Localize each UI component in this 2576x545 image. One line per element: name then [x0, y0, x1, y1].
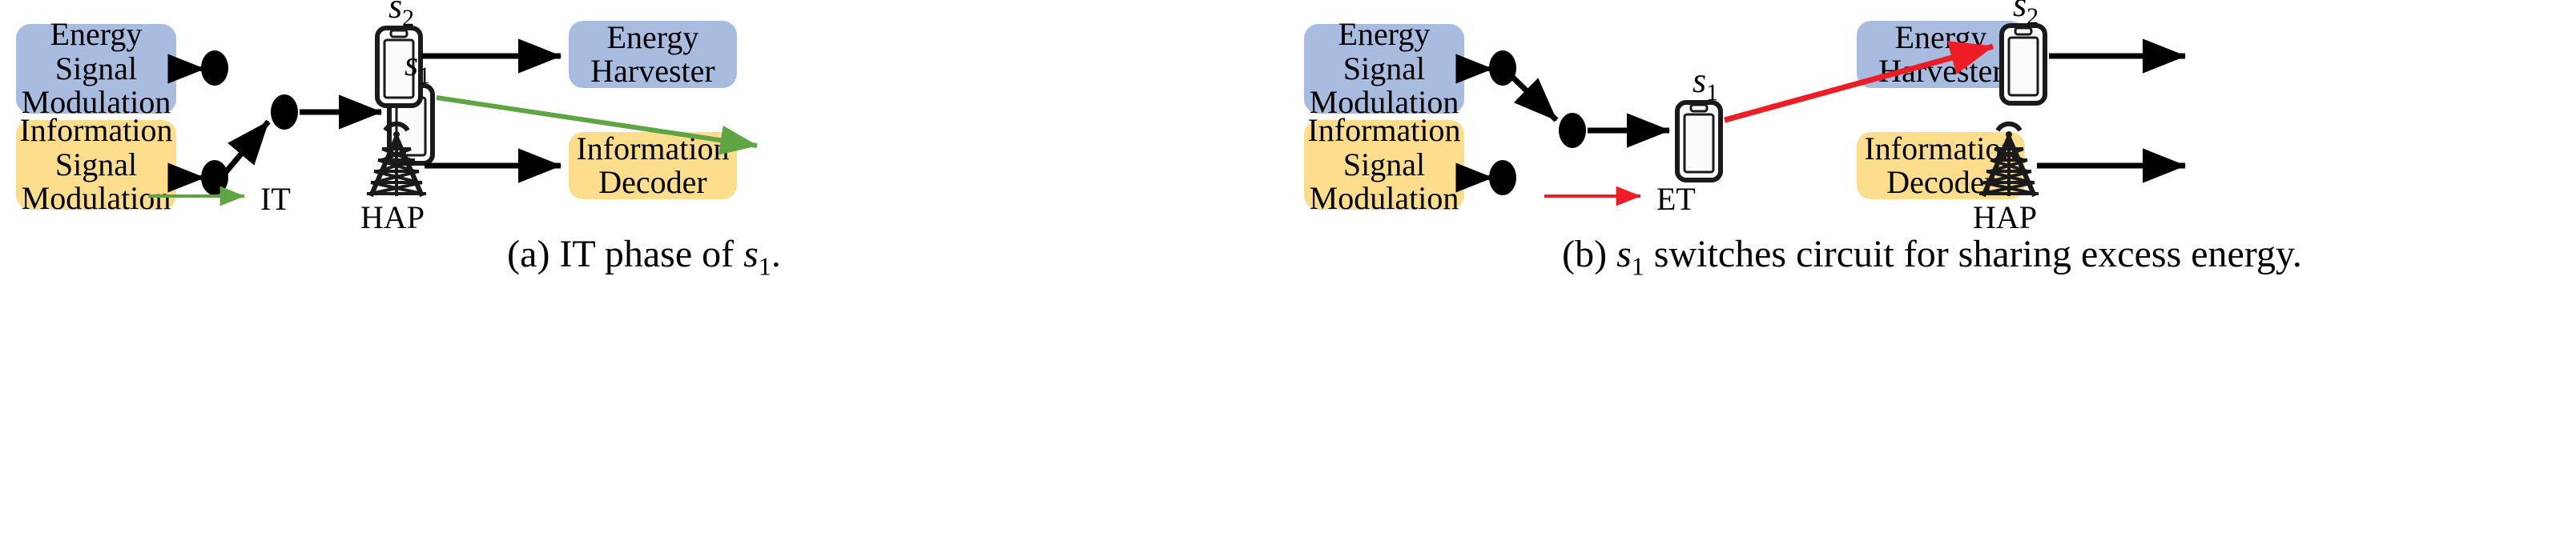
box-line: Information — [1307, 112, 1461, 149]
panel-a: Energy Signal Modulation Information Sig… — [16, 0, 781, 281]
arrow-it-s1-to-hap-a — [436, 95, 759, 155]
phone-s1-b — [1675, 100, 1723, 182]
wire-information-to-switch-a — [167, 160, 228, 195]
box-line: Signal — [1342, 50, 1426, 86]
label-hap-b: HAP — [1973, 199, 2038, 235]
switch-common-node-b — [1559, 113, 1586, 148]
box-line: Modulation — [21, 180, 171, 217]
box-information-signal-modulation-a: Information Signal Modulation — [16, 114, 176, 215]
box-line: Modulation — [1309, 180, 1459, 217]
box-information-decoder-a: Information Decoder — [569, 131, 737, 200]
switch-terminal-energy-b — [1489, 50, 1516, 86]
box-line: Decoder — [598, 164, 707, 200]
wire-energy-to-switch-b — [1455, 50, 1516, 86]
panel-b: Energy Signal Modulation Information Sig… — [1288, 0, 2576, 545]
box-information-signal-modulation-b: Information Signal Modulation — [1304, 114, 1464, 215]
label-hap-a: HAP — [360, 199, 425, 235]
caption-b: (b) s1 switches circuit for sharing exce… — [1562, 233, 2302, 281]
hap-tower-b — [1979, 121, 2039, 198]
box-line: Modulation — [21, 84, 171, 121]
box-line: Energy — [606, 18, 699, 55]
switch-terminal-information-a — [201, 160, 228, 195]
switch-terminal-information-b — [1489, 160, 1516, 195]
switch-common-node-a — [271, 94, 298, 130]
label-s1-a: s1 — [405, 44, 431, 89]
box-line: Information — [19, 112, 173, 149]
box-line: Signal — [54, 50, 138, 86]
wire-information-to-switch-b — [1455, 160, 1516, 195]
phone-s2-a — [375, 26, 423, 108]
legend-label-et-b: ET — [1656, 181, 1696, 217]
switch-terminal-energy-a — [201, 50, 228, 86]
box-energy-harvester-a: Energy Harvester — [569, 18, 737, 89]
hap-tower-a — [367, 121, 426, 198]
box-line: Signal — [1342, 146, 1426, 182]
switch-arm-closed-a — [223, 94, 298, 174]
arrow-et-s1-to-s2-b — [1724, 41, 1994, 123]
box-line: Decoder — [1886, 164, 1995, 200]
box-line: Modulation — [1309, 84, 1459, 121]
box-line: Energy — [50, 16, 143, 53]
box-line: Harvester — [590, 53, 715, 89]
panel-a-wiring — [148, 26, 759, 206]
legend-label-it-a: IT — [260, 181, 291, 217]
label-s1-b: s1 — [1693, 61, 1719, 106]
box-energy-signal-modulation-a: Energy Signal Modulation — [16, 18, 176, 119]
panel-b-wiring — [1455, 23, 2187, 206]
label-s2-b: s2 — [2013, 0, 2039, 30]
box-line: Energy — [1338, 16, 1431, 53]
wire-energy-to-switch-a — [167, 50, 228, 86]
caption-prefix: (b) — [1562, 233, 1608, 275]
caption-body: IT phase of — [559, 233, 735, 275]
caption-body: switches circuit for sharing excess ener… — [1653, 233, 2302, 275]
box-energy-signal-modulation-b: Energy Signal Modulation — [1304, 18, 1464, 119]
label-s2-a: s2 — [388, 0, 415, 31]
caption-prefix: (a) — [507, 233, 550, 275]
box-line: Signal — [54, 146, 138, 182]
phone-s2-b — [1999, 23, 2047, 106]
caption-a: (a) IT phase of s1. — [507, 233, 781, 281]
switch-arm-closed-b — [1510, 74, 1586, 148]
